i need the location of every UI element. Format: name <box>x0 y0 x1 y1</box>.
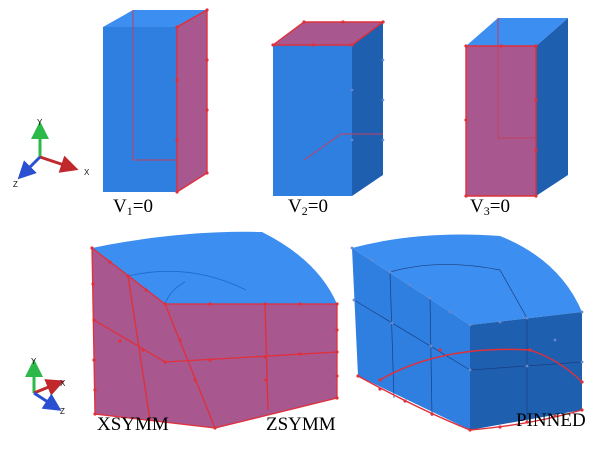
box2-side-nodes <box>350 58 385 142</box>
triad-top-x-label: X <box>84 168 90 177</box>
triad-bottom-x-arrow <box>33 379 65 396</box>
qc2-top-face <box>352 234 582 325</box>
qc2-right-face <box>470 312 582 430</box>
quarter-cylinder-symm <box>90 231 339 430</box>
triad-bottom-y-label: Y <box>31 357 37 366</box>
qc2-nodes <box>350 246 584 372</box>
label-v1: V1=0 <box>113 196 153 218</box>
box2-constrained-face <box>273 22 383 45</box>
box3-nodes <box>464 44 538 198</box>
triad-bottom-x-label: X <box>60 379 66 388</box>
axis-triad-bottom: Y X Z <box>25 357 66 416</box>
triad-bottom-z-arrow <box>33 391 62 411</box>
qc2-left-face <box>352 248 470 430</box>
box-v2 <box>271 20 386 196</box>
triad-bottom-z-label: Z <box>60 407 65 416</box>
label-pinned: PINNED <box>516 410 586 431</box>
triad-top-x-arrow <box>39 155 79 173</box>
box1-top-face <box>103 10 207 27</box>
quarter-cylinder-pinned <box>350 234 584 432</box>
box2-side-face <box>352 22 383 196</box>
box2-front-face <box>273 45 352 196</box>
qc1-top-face <box>92 231 337 304</box>
box3-side-face <box>536 18 568 196</box>
label-v3: V3=0 <box>470 196 510 218</box>
qc1-nodes <box>90 246 339 430</box>
qc1-zsymm-face <box>165 304 337 428</box>
label-v2: V2=0 <box>288 196 328 218</box>
qc1-xsymm-face <box>92 248 215 428</box>
box3-constrained-face <box>466 46 536 196</box>
qc2-pinned-nodes <box>356 348 584 432</box>
triad-top-y-label: Y <box>37 118 43 127</box>
box1-nodes <box>175 8 209 194</box>
triad-top-z-arrow <box>17 155 42 180</box>
box2-nodes <box>271 20 385 47</box>
box1-front-face <box>103 27 177 192</box>
triad-top-z-label: Z <box>13 180 18 189</box>
box-v3 <box>464 18 568 198</box>
label-zsymm: ZSYMM <box>266 414 336 435</box>
label-xsymm: XSYMM <box>97 414 169 435</box>
box1-constrained-face <box>177 10 207 192</box>
box-v1 <box>103 8 209 194</box>
box3-top-face <box>466 18 568 46</box>
axis-triad-top: Y X Z <box>13 118 90 189</box>
